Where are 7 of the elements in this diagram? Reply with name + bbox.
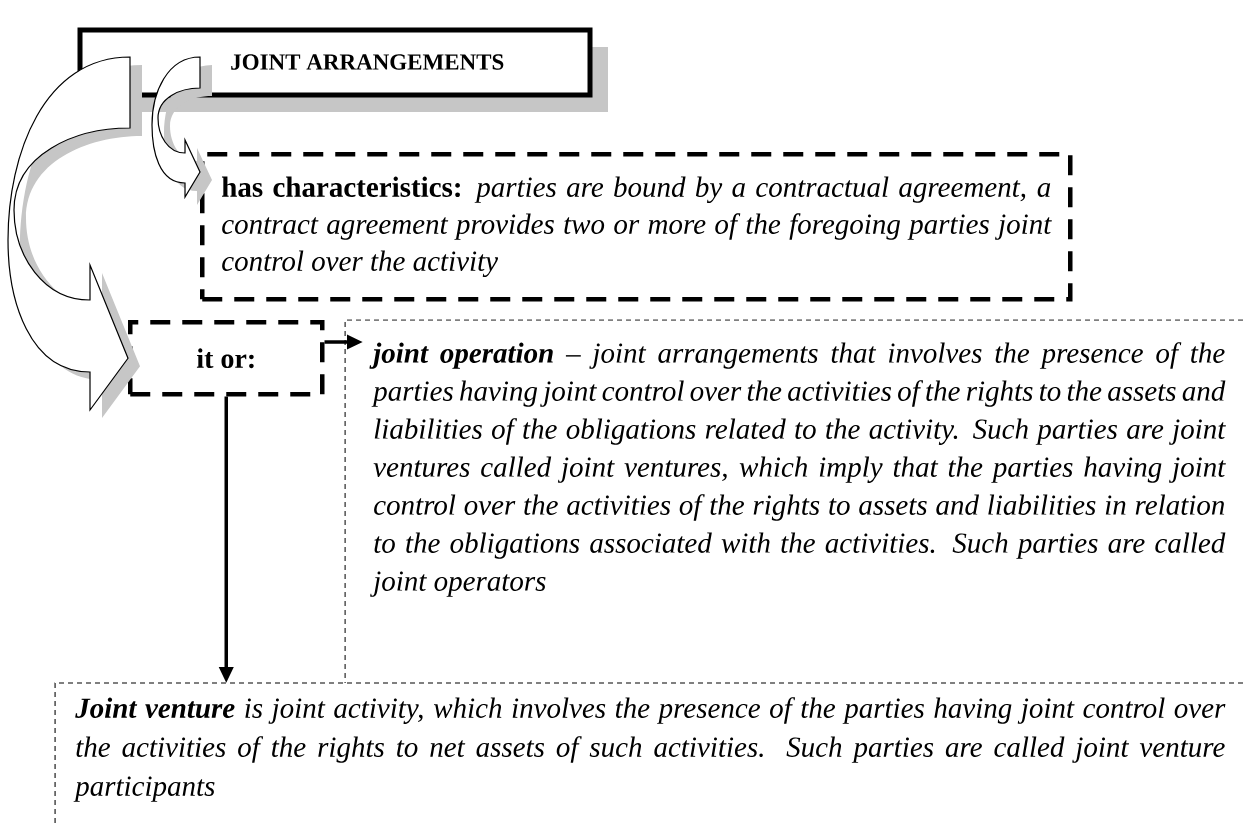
block-arrow: [151, 56, 212, 205]
dashed-box: Joint venture is joint activity, which involves the presence of the parties having joint control over the activities of the rights to net assets of such activities. Such parties are called joint venture participants: [54, 682, 1246, 825]
dashed-box: has characteristics: parties are bound by a contractual agreement, a contract agreement provides two or more of the foregoing parties joint control over the activity: [200, 152, 1073, 302]
title-box: JOINT ARRANGEMENTS: [77, 27, 608, 112]
dashed-box: joint operation – joint arrangements that involves the presence of the parties having joint control over the activities of the rights to the assets and liabilities of the obligations related to the activity. Such parties are joint ventures called joint ventures, which imply that the parties having joint control over the activities of the rights to assets and liabilities in relation to the obligations associated with the activities. Such parties are called joint operators: [344, 319, 1246, 684]
block-arrow: [7, 56, 142, 418]
dashed-box: it or:: [128, 320, 325, 397]
